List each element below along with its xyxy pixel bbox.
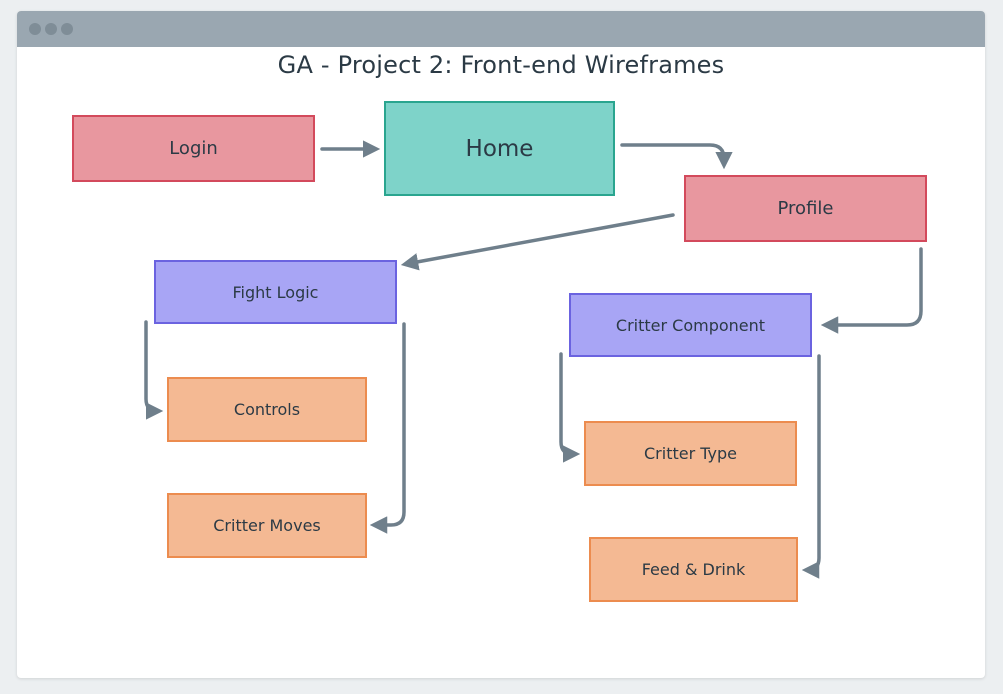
window-dot-icon (45, 23, 57, 35)
node-critter-type[interactable]: Critter Type (584, 421, 797, 486)
node-critter-moves[interactable]: Critter Moves (167, 493, 367, 558)
window-dot-icon (61, 23, 73, 35)
node-login[interactable]: Login (72, 115, 315, 182)
node-feed-drink[interactable]: Feed & Drink (589, 537, 798, 602)
window-dot-icon (29, 23, 41, 35)
node-profile[interactable]: Profile (684, 175, 927, 242)
node-fight-logic[interactable]: Fight Logic (154, 260, 397, 324)
node-controls[interactable]: Controls (167, 377, 367, 442)
node-critter-component[interactable]: Critter Component (569, 293, 812, 357)
window-titlebar (17, 11, 985, 47)
page-title: GA - Project 2: Front-end Wireframes (277, 51, 725, 79)
node-home[interactable]: Home (384, 101, 615, 196)
